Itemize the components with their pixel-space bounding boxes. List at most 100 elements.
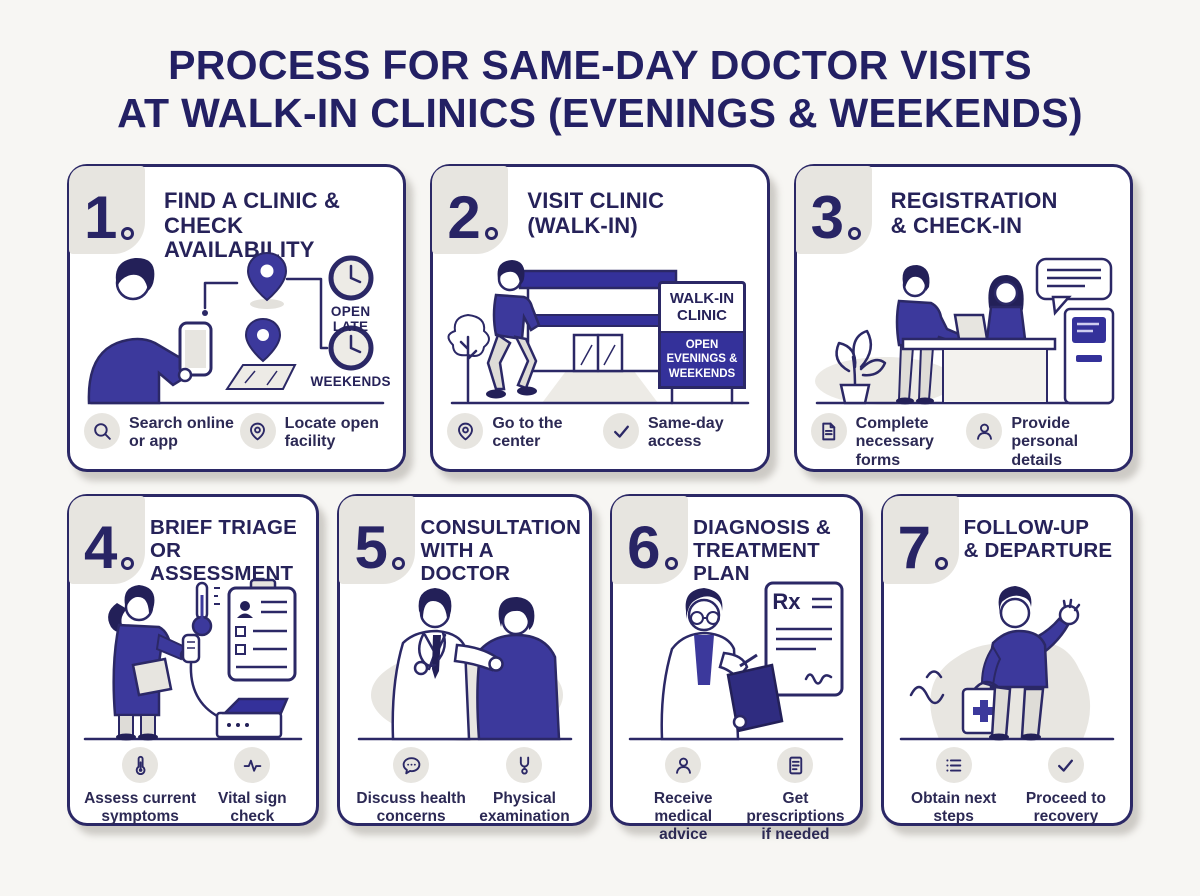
footer-item-search-online: Search online or app (84, 413, 240, 452)
number-ring (664, 557, 678, 570)
thermometer-icon (122, 747, 159, 783)
number-ring (121, 557, 135, 570)
location-pin-icon (239, 413, 276, 449)
step-footer: Discuss health concerns Physical examina… (354, 747, 581, 826)
footer-label: Locate open facility (284, 415, 379, 451)
clinic-search-illustration: OPEN LATE WEEKENDS (77, 251, 397, 407)
weekends-label: WEEKENDS (310, 374, 391, 389)
step-number: 2 (447, 183, 481, 251)
step-number: 5 (354, 513, 388, 581)
footer-item-assess-symptoms: Assess current symptoms (84, 747, 196, 826)
footer-item-medical-advice: Receive medical advice (627, 747, 739, 843)
footer-item-physical-exam: Physical examination (468, 747, 581, 826)
check-icon (603, 413, 639, 449)
speech-bubble-icon (393, 747, 430, 783)
search-icon (84, 413, 120, 449)
footer-label: Physical examination (479, 790, 570, 825)
document-icon (810, 413, 847, 449)
departure-illustration (887, 573, 1127, 743)
step-title: VISIT CLINIC (WALK-IN) (527, 188, 665, 238)
footer-item-vital-signs: Vital sign check (196, 747, 308, 826)
location-pin-icon (447, 413, 484, 449)
person-icon (966, 413, 1003, 449)
registration-desk-illustration (803, 251, 1123, 407)
consultation-illustration (345, 573, 585, 743)
step-number: 6 (627, 513, 661, 581)
step-footer: Complete necessary forms Provide persona… (810, 413, 1122, 470)
check-icon (1047, 747, 1084, 783)
step-card-6: 6 DIAGNOSIS & TREATMENT PLAN (610, 494, 863, 843)
footer-item-complete-forms: Complete necessary forms (810, 413, 967, 470)
step-number-badge: 7 (882, 496, 959, 584)
number-ring (484, 227, 498, 240)
footer-item-next-steps: Obtain next steps (898, 747, 1010, 826)
steps-row-2: 4 BRIEF TRIAGE OR ASSESSMENT (67, 494, 1133, 843)
page-title-line2: AT WALK-IN CLINICS (EVENINGS & WEEKENDS) (117, 89, 1083, 136)
pulse-icon (234, 747, 271, 783)
number-ring (934, 557, 948, 570)
step-number-badge: 1 (69, 166, 145, 254)
footer-label: Discuss health concerns (356, 790, 466, 825)
footer-item-prescriptions: Get prescriptions if needed (739, 747, 851, 843)
step-number-badge: 4 (69, 496, 145, 584)
step-number: 3 (810, 183, 845, 251)
footer-label: Go to the center (492, 415, 563, 451)
footer-item-personal-details: Provide personal details (966, 413, 1122, 470)
step-title: REGISTRATION & CHECK-IN (890, 188, 1058, 238)
step-card-2: 2 VISIT CLINIC (WALK-IN) (430, 164, 770, 472)
step-number-badge: 5 (339, 496, 416, 584)
footer-item-recovery: Proceed to recovery (1010, 747, 1122, 826)
steps-row-1: 1 FIND A CLINIC & CHECK AVAILABILITY (67, 164, 1133, 472)
step-number-badge: 3 (795, 166, 872, 254)
footer-label: Get prescriptions if needed (746, 790, 845, 843)
step-number: 4 (84, 513, 118, 581)
triage-illustration (73, 573, 313, 743)
document-icon (777, 747, 814, 783)
footer-label: Provide personal details (1011, 415, 1079, 469)
step-card-1: 1 FIND A CLINIC & CHECK AVAILABILITY (67, 164, 407, 472)
footer-label: Receive medical advice (653, 790, 713, 843)
footer-label: Same-day access (648, 415, 724, 451)
step-title: FIND A CLINIC & CHECK AVAILABILITY (164, 188, 341, 263)
number-ring (391, 557, 405, 570)
number-ring (848, 227, 862, 240)
step-footer: Receive medical advice Get prescriptions… (627, 747, 851, 843)
step-card-3: 3 REGISTRATION & CHECK-IN (793, 164, 1133, 472)
open-evenings-weekends-sign: OPEN EVENINGS & WEEKENDS (657, 333, 746, 390)
footer-item-go-to-center: Go to the center (447, 413, 603, 452)
step-footer: Go to the center Same-day access (447, 413, 758, 452)
number-ring (121, 227, 135, 240)
step-footer: Assess current symptoms Vital sign check (84, 747, 308, 826)
step-title: CONSULTATION WITH A DOCTOR (420, 516, 582, 585)
rx-label: Rx (772, 589, 801, 614)
step-footer: Obtain next steps Proceed to recovery (898, 747, 1122, 826)
footer-label: Proceed to recovery (1025, 790, 1106, 825)
footer-label: Obtain next steps (911, 790, 997, 825)
footer-label: Search online or app (129, 415, 234, 451)
step-number: 1 (84, 183, 118, 251)
step-card-5: 5 CONSULTATION WITH A DOCTOR (337, 494, 593, 826)
step-card-4: 4 BRIEF TRIAGE OR ASSESSMENT (67, 494, 320, 826)
step-title: DIAGNOSIS & TREATMENT PLAN (693, 516, 831, 585)
footer-item-discuss-concerns: Discuss health concerns (354, 747, 467, 826)
footer-item-locate-facility: Locate open facility (239, 413, 396, 452)
visit-clinic-illustration: WALK-IN CLINIC OPEN EVENINGS & WEEKENDS (440, 251, 760, 407)
step-footer: Search online or app Locate open facilit… (84, 413, 395, 452)
list-icon (935, 747, 972, 783)
step-number-badge: 6 (612, 496, 689, 584)
diagnosis-illustration: Rx (616, 573, 856, 743)
step-number: 7 (897, 513, 931, 581)
step-title: FOLLOW-UP & DEPARTURE (963, 516, 1113, 562)
person-icon (665, 747, 702, 783)
footer-label: Vital sign check (218, 790, 287, 825)
open-late-label: OPEN LATE (330, 304, 371, 334)
step-number-badge: 2 (432, 166, 509, 254)
walk-in-clinic-sign: WALK-IN CLINIC (657, 281, 746, 334)
footer-label: Complete necessary forms (855, 415, 934, 469)
stethoscope-icon (506, 747, 543, 783)
page-title-line1: PROCESS FOR SAME-DAY DOCTOR VISITS (168, 42, 1032, 88)
footer-label: Assess current symptoms (84, 790, 197, 825)
step-card-7: 7 FOLLOW-UP & DEPARTURE (880, 494, 1133, 826)
